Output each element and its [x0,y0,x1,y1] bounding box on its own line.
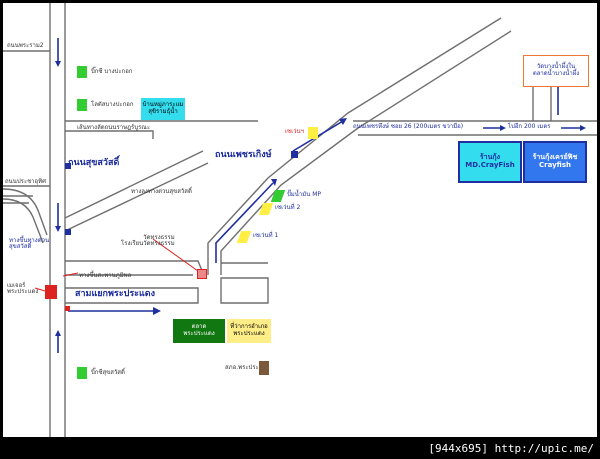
shop-name: ร้านกุ้งเครย์ฟิช [532,153,578,162]
road-label: เส้นทางลัดถนนราษฎร์บูรณะ [77,124,151,131]
road-network [3,3,597,437]
route-line [292,120,344,152]
road-label: ถนนสุขสวัสดิ์ [68,158,120,168]
place-label: เซเว่นที่ 2 [275,204,301,211]
road-label: ถนนพระราม2 [7,42,44,49]
big-c-marker [77,66,87,78]
route-arrow-icon [55,61,61,67]
distance-label: ไปอีก 200 เมตร [508,123,551,130]
destination-note: วัดบางน้ำผึ้งใน ตลาดน้ำบางน้ำผึ้ง [523,55,589,87]
road-label: สามแยกพระประแดง [75,289,156,299]
road-label: ถนนประชาอุทิศ [5,178,46,185]
road-line [220,30,512,275]
place-label: ปั๊มน้ำมัน MP [287,191,321,198]
pointer-line [62,272,79,277]
big-c-marker [77,367,87,379]
seven-eleven-marker [308,127,318,139]
route-arrow-icon [153,307,161,315]
road-line [65,287,199,304]
road-line [220,277,269,304]
route-arrow-icon [339,118,347,125]
pointer-line [152,238,199,272]
place-label: โลตัสบางปะกอก [91,101,134,108]
route-arrow-icon [271,179,277,186]
road-label: ทางลงทางด่วนสุขสวัสดิ์ [131,188,192,195]
place-label: บิ๊กซีสุขสวัสดิ์ [91,369,125,376]
market-box: ตลาด พระประแดง [173,319,225,343]
route-arrow-icon [55,330,61,336]
pointer-line [34,287,46,292]
road-line [64,150,204,219]
village-box: บ้านหมู่ภาระแม สุขิรามธุ์น้ำ [141,98,185,120]
route-line [215,182,274,263]
road-line [207,17,502,275]
place-label: เมเจอร์ พระประแดง [7,282,39,295]
junction-marker [65,163,71,169]
shop-subtitle: Crayfish [539,161,571,169]
road-line [65,130,154,139]
wat-marker [197,269,207,279]
shop-subtitle: MD.CrayFish [465,161,515,169]
map-canvas: ถนนพระราม2 ถนนประชาอุทิศ ถนนสุขสวัสดิ์ ถ… [3,3,597,437]
police-marker [259,361,269,375]
road-label: ถนนเพชรหึงษ์ ซอย 26 (200เมตร ขวามือ) [353,123,464,130]
district-office-box: ที่ว่าการอำเภอ พระประแดง [227,319,271,343]
route-arrow-icon [500,125,506,131]
route-arrow-icon [580,125,586,131]
place-label: เซเว่นที่ 1 [253,232,279,239]
place-label: บิ๊กซี บางปะกอก [91,68,133,75]
place-label: สภอ.พระประแดง [225,364,270,371]
shop-name: ร้านกุ้ง [479,153,501,162]
road-label: ถนนเพชรเกิงษ์ [215,150,272,160]
junction-marker [291,151,298,158]
road-line [3,188,48,236]
road-line [64,162,209,232]
junction-marker [65,229,71,235]
road-label: ทางขึ้นทางด่วน สุขสวัสดิ์ [9,237,50,250]
city-hall-marker [45,285,57,299]
shop-md-crayfish: ร้านกุ้ง MD.CrayFish [458,141,522,183]
route-arrow-icon [55,226,61,232]
place-label: เซเว่นฯ [285,128,305,135]
shop-crayfish: ร้านกุ้งเครย์ฟิช Crayfish [523,141,587,183]
watermark-caption: [944x695] http://upic.me/ [428,442,594,455]
lotus-marker [77,99,87,111]
road-line [3,198,44,244]
place-label: วัดทรงธรรม โรงเรียนวัดทรงธรรม [121,234,175,247]
road-label: ทางขึ้นสะพานภูมิพล [79,272,132,279]
junction-marker [65,306,70,311]
